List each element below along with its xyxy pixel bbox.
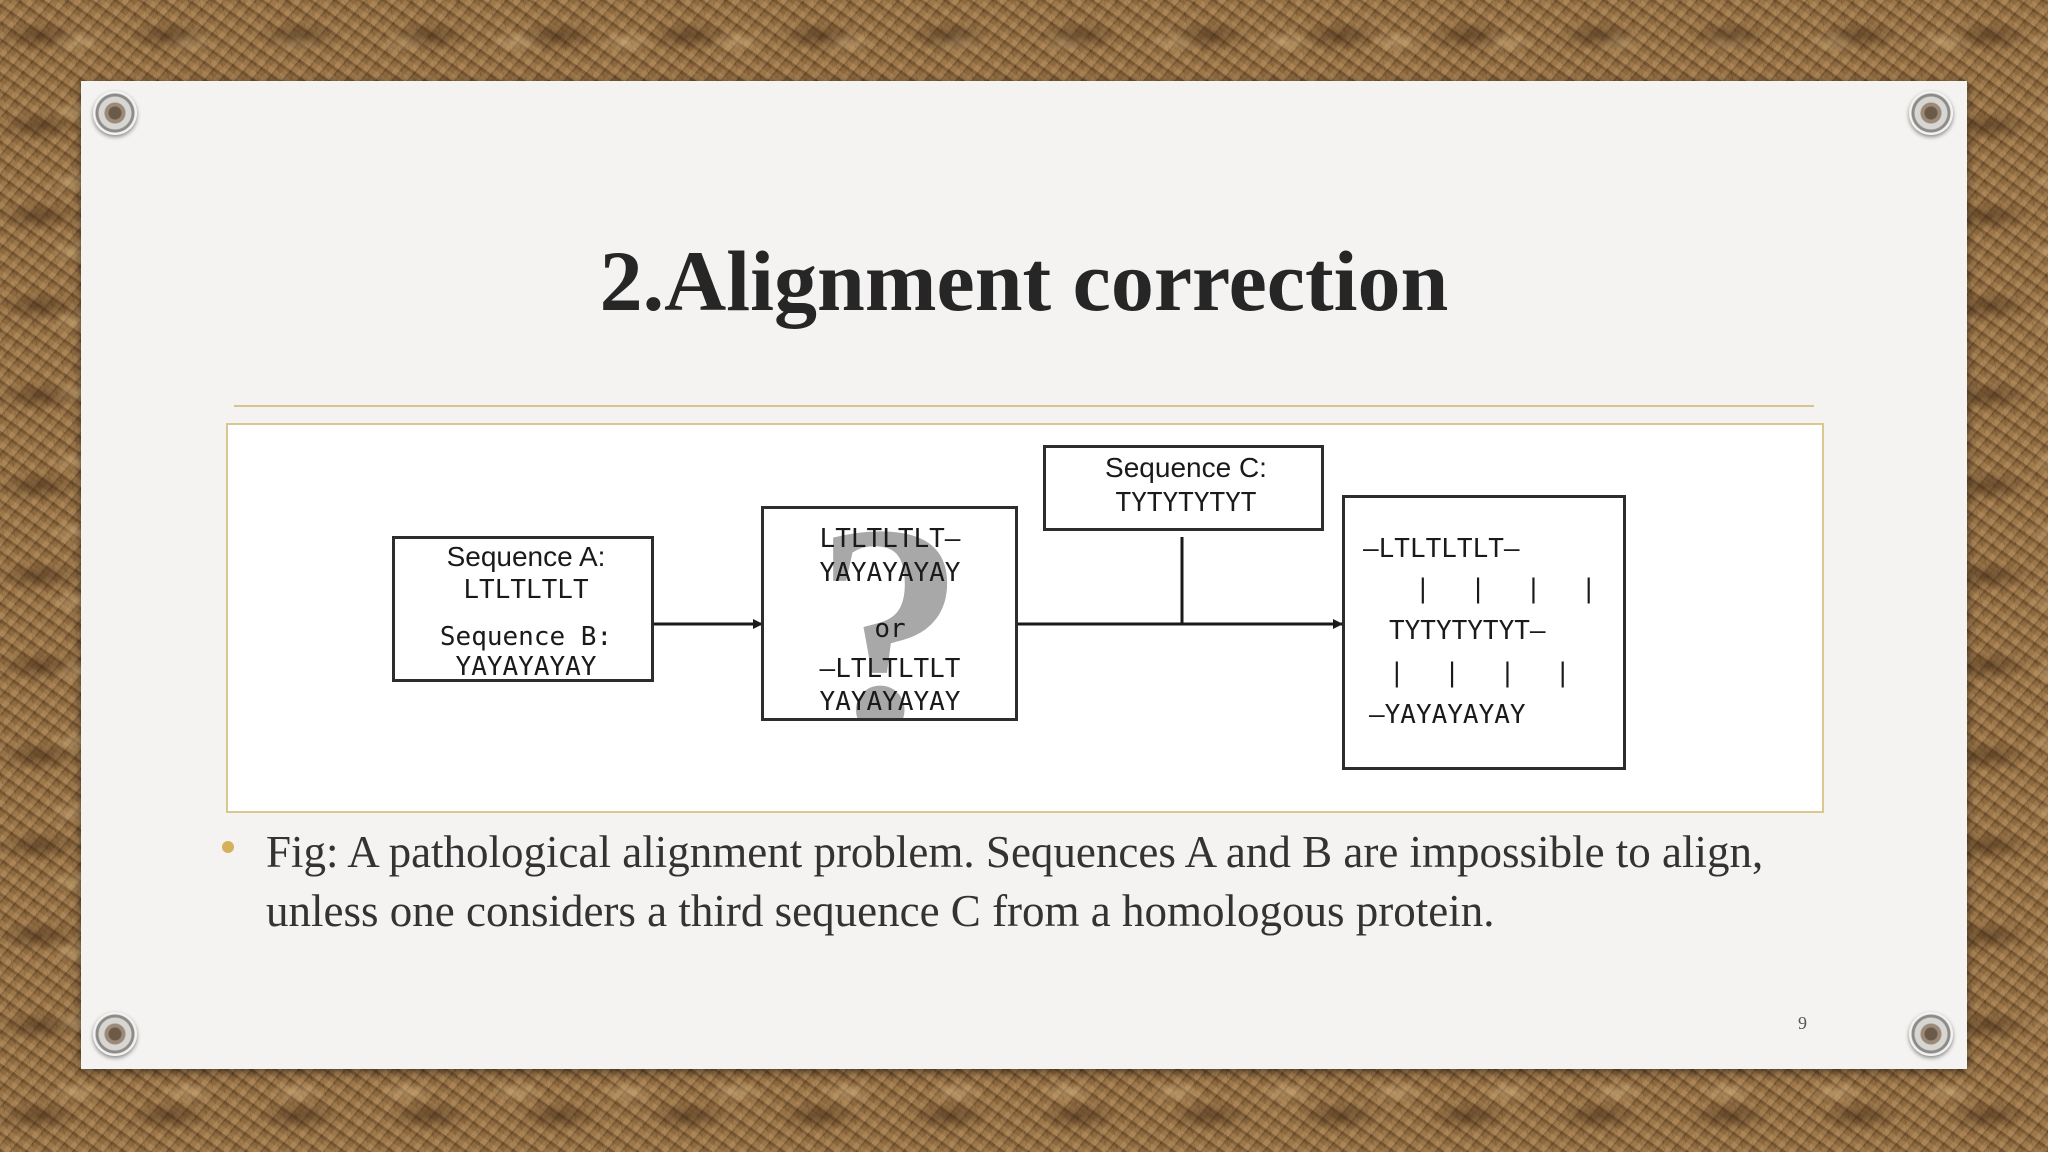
sequences-ab-box: Sequence A: LTLTLTLT Sequence B: YAYAYAY… bbox=[392, 536, 654, 682]
page-number: 9 bbox=[1798, 1013, 1807, 1033]
top-right-grommet bbox=[1909, 91, 1953, 135]
slide-title: 2.Alignment correction bbox=[599, 233, 1449, 329]
sequence-a-label: Sequence A: bbox=[446, 541, 606, 572]
corrected-alignment-box: –LTLTLTLT– | | | | TYTYTYTYT– | | | | –Y… bbox=[1342, 495, 1626, 770]
ambiguous-alignment-box: ? LTLTLTLT– YAYAYAYAY or –LTLTLTLT YAYAY… bbox=[761, 506, 1018, 721]
connector-arrows bbox=[652, 537, 1343, 629]
slide: 2.Alignment correction Sequence A: LTLTL… bbox=[81, 81, 1967, 1069]
option2-line2: YAYAYAYAY bbox=[819, 687, 961, 717]
caption-bullet bbox=[222, 841, 234, 853]
bottom-right-grommet bbox=[1909, 1012, 1953, 1056]
result-line2: TYTYTYTYT– bbox=[1389, 616, 1546, 646]
sequence-c-value: TYTYTYTYT bbox=[1115, 488, 1257, 518]
top-left-grommet bbox=[93, 91, 137, 135]
sequence-b-value: YAYAYAYAY bbox=[455, 652, 597, 682]
sequence-c-label: Sequence C: bbox=[1105, 452, 1267, 483]
question-mark-icon: ? bbox=[815, 506, 965, 721]
result-bars2: | | | | bbox=[1389, 658, 1583, 688]
title-divider bbox=[234, 405, 1814, 407]
or-label: or bbox=[874, 614, 906, 644]
bottom-left-grommet bbox=[93, 1012, 137, 1056]
option1-line1: LTLTLTLT– bbox=[819, 524, 961, 554]
result-bars1: | | | | bbox=[1415, 574, 1609, 604]
option1-line2: YAYAYAYAY bbox=[819, 558, 961, 588]
figure-frame: Sequence A: LTLTLTLT Sequence B: YAYAYAY… bbox=[226, 423, 1824, 813]
sequence-a-value: LTLTLTLT bbox=[463, 575, 589, 605]
result-line3: –YAYAYAYAY bbox=[1369, 700, 1526, 730]
sequence-c-box: Sequence C: TYTYTYTYT bbox=[1043, 445, 1324, 531]
figure-caption: Fig: A pathological alignment problem. S… bbox=[266, 827, 1764, 936]
option2-line1: –LTLTLTLT bbox=[819, 654, 961, 684]
sequence-b-label: Sequence B: bbox=[439, 622, 613, 652]
result-line1: –LTLTLTLT– bbox=[1363, 534, 1520, 564]
